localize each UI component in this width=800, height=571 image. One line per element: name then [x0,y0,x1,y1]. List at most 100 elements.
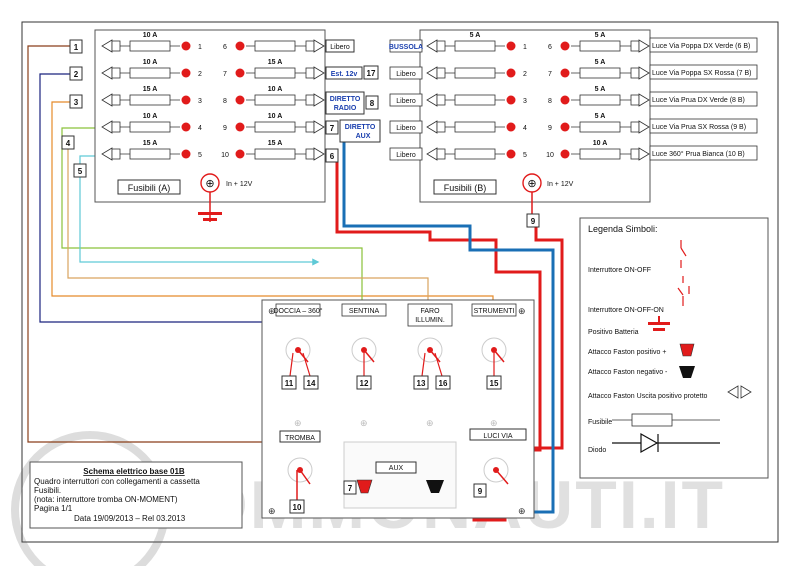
tromba-num-box [289,499,305,514]
aux-label-2: AUX [356,133,371,140]
b-row-5-right-fuse [579,148,621,160]
num-7-a: 7 [330,124,335,133]
panel-b-title: Fusibili (B) [444,183,487,193]
left-box-4 [61,135,75,150]
num-6-a: 6 [330,152,335,161]
switch-label-box-3 [407,303,453,327]
info-line-3: (nota: interruttore tromba ON-MOMENT) [34,495,178,504]
switch-lead-1b [302,352,311,377]
b-row-1-right-amp: 5 A [595,32,606,39]
lucivia-num-box [473,483,487,498]
a-row-2-left-num: 2 [198,71,202,78]
panel-b-power-symbol: ⊕ [527,178,536,190]
a-row-1-right-num: 6 [223,44,227,51]
lucivia-label-box [469,428,527,441]
switch-label-3b: ILLUMIN. [415,317,445,324]
aux-num: 7 [348,484,353,493]
num-8-box [365,95,379,110]
b-row-5-left-fuse [454,148,496,160]
lucivia-lever [495,469,509,485]
b-row-1-right-fuse [579,40,621,52]
switch-label-2: SENTINA [349,308,380,315]
legend-item-faston-out: Attacco Faston Uscita positivo protetto [588,393,708,400]
b-row-3-left-dot [506,95,516,105]
b-row-5-left-faston-body [436,148,446,160]
aux-faston-positive [356,479,373,494]
legend-title: Legenda Simboli: [588,224,658,234]
mount-screw-1: ⊕ [294,418,302,428]
b-row-5-left-dot [506,149,516,159]
b-row-4-right-dot [560,122,570,132]
switch-num-1b: 14 [307,379,316,388]
b-right-label-1: Luce Via Poppa DX Verde (6 B) [652,43,750,50]
info-box: Schema elettrico base 01B Quadro interru… [29,461,243,529]
b-left-label-box-1 [389,39,423,53]
corner-screw-bl: ⊕ [268,506,276,516]
a-row-1-left-num: 1 [198,44,202,51]
switch-num-2: 12 [360,379,369,388]
a-row-3-right-faston-body [305,94,315,106]
a-row-2-right-dot [235,68,245,78]
est12v-label: Est. 12v [331,71,358,78]
switch-label-box-4 [471,303,517,317]
lucivia-dot [493,467,499,473]
aux-socket-frame [343,441,457,509]
panel-b-frame [419,29,651,203]
a-row-2-right-num: 7 [223,71,227,78]
a-row-4-right-amp: 10 A [268,113,283,120]
switch-num-box-3b [435,375,451,390]
b-row-1-left-fuse [454,40,496,52]
left-box-5 [73,163,87,178]
num-8-a: 8 [370,99,375,108]
a-row-5-right-amp: 15 A [268,140,283,147]
wire-green [61,124,366,322]
b-row-1-left-num: 1 [523,44,527,51]
panel-b-feed-num: 9 [531,217,536,226]
switch-num-box-1b [303,375,319,390]
a-row-4-right-dot [235,122,245,132]
b-row-1-left-amp: 5 A [470,32,481,39]
b-right-label-5: Luce 360° Prua Bianca (10 B) [652,150,745,158]
b-row-5-right-num: 10 [546,152,554,159]
a-row-2-right-faston [313,66,325,80]
a-row-1-right-faston-body [305,40,315,52]
b-row-5-right-dot [560,149,570,159]
switch-onoffon-icon [677,276,690,306]
info-line-2: Fusibili. [34,486,61,495]
lucivia-num: 9 [478,487,483,496]
b-row-4-left-fuse [454,121,496,133]
switch-dot-3 [427,347,433,353]
left-number-boxes: 1 2 3 4 5 [61,39,87,178]
faston-negative-icon [679,366,695,378]
a-row-1-right-fuse [254,40,296,52]
a-row-5-right-faston-body [305,148,315,160]
info-line-1: Quadro interruttori con collegamenti a c… [34,477,200,486]
tromba-num: 10 [293,503,302,512]
panel-a-ground-bar2 [203,218,217,221]
a-row-5-right-faston [313,147,325,161]
b-row-3-right-amp: 5 A [595,86,606,93]
wire-tan [67,148,432,322]
b-row-1-left-faston-body [436,40,446,52]
b-row-4-right-amp: 5 A [595,113,606,120]
switch-num-box-3a [413,375,429,390]
fuse-icon [612,413,720,427]
num-6-box [325,148,339,163]
info-line-5: Data 19/09/2013 – Rel 03.2013 [74,514,186,523]
panel-a-title: Fusibili (A) [128,183,171,193]
a-row-5-right-dot [235,149,245,159]
a-row-3-right-dot [235,95,245,105]
b-row-2-left-dot [506,68,516,78]
info-title: Schema elettrico base 01B [83,467,185,476]
b-row-3-right-faston-body [630,94,640,106]
left-num-5: 5 [78,167,83,176]
wire-red-main [335,160,542,459]
a-row-4-right-num: 9 [223,125,227,132]
switch-lead-1a [289,352,294,377]
switch-lead-3b [434,352,443,377]
a-row-4-left-faston-body [111,121,121,133]
a-row-5-left-dot [181,149,191,159]
panel-b-title-box [433,179,497,195]
